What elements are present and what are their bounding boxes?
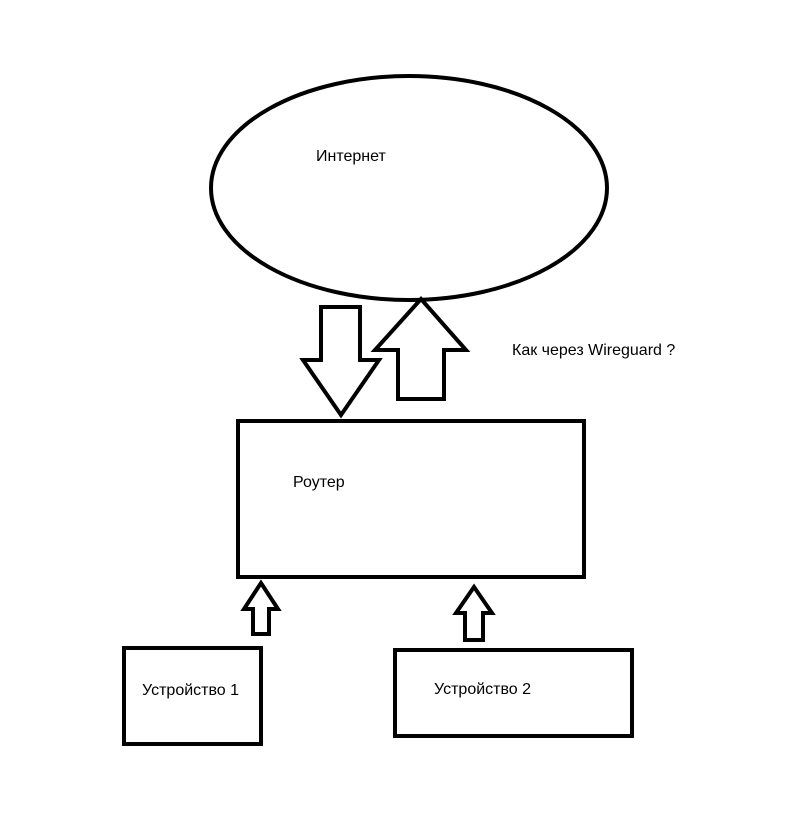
uplink-arrow	[370, 295, 471, 401]
device1-uplink-arrow	[240, 579, 282, 636]
device1-label: Устройство 1	[142, 682, 240, 699]
downlink-arrow	[299, 305, 383, 419]
router-node	[236, 419, 586, 579]
internet-label: Интернет	[316, 148, 386, 165]
device2-label: Устройство 2	[434, 681, 532, 698]
device1-node	[122, 646, 263, 746]
internet-node	[209, 74, 609, 302]
router-label: Роутер	[293, 474, 345, 491]
wireguard-question: Как через Wireguard ?	[512, 342, 676, 359]
device2-node	[393, 648, 634, 738]
device2-uplink-arrow	[452, 583, 496, 642]
